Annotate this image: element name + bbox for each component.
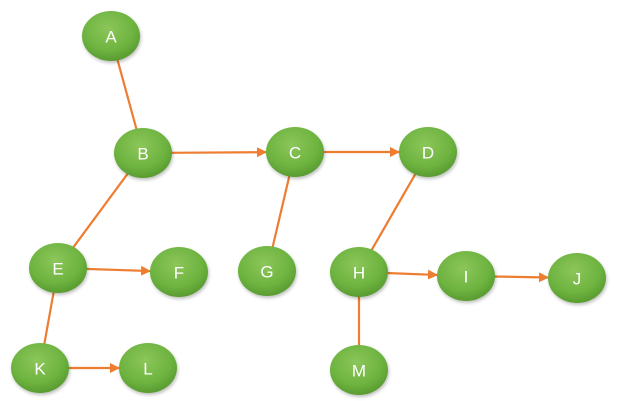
node-i: I (437, 251, 495, 301)
node-l: L (119, 343, 177, 393)
node-e: E (29, 243, 87, 293)
node-k: K (11, 343, 69, 393)
node-a-label: A (105, 28, 117, 47)
node-j-circle (548, 253, 606, 303)
edge-e-k (43, 290, 55, 346)
node-e-circle (29, 243, 87, 293)
edge-e-f (84, 265, 152, 276)
node-f: F (150, 247, 208, 297)
edge-b-c (169, 147, 268, 158)
edge-a-b (116, 58, 138, 131)
edges-layer (43, 58, 550, 373)
node-h-label: H (353, 264, 365, 283)
node-g-label: G (260, 263, 273, 282)
node-d-circle (399, 127, 457, 177)
edge-c-g (271, 174, 291, 249)
node-m-circle (330, 345, 388, 395)
edge-d-h (369, 172, 418, 252)
node-d-label: D (422, 144, 434, 163)
node-j-label: J (573, 270, 582, 289)
node-j: J (548, 253, 606, 303)
node-l-label: L (143, 360, 152, 379)
node-i-circle (437, 251, 495, 301)
edge-b-e (71, 171, 130, 250)
node-c-label: C (289, 144, 301, 163)
node-a: A (82, 11, 140, 61)
node-k-circle (11, 343, 69, 393)
edge-i-j (492, 272, 550, 283)
node-e-label: E (52, 260, 63, 279)
node-h: H (330, 247, 388, 297)
node-c: C (266, 127, 324, 177)
edge-h-i (385, 269, 439, 280)
node-a-circle (82, 11, 140, 61)
node-h-circle (330, 247, 388, 297)
node-g: G (238, 246, 296, 296)
node-f-circle (150, 247, 208, 297)
node-g-circle (238, 246, 296, 296)
node-m: M (330, 345, 388, 395)
node-b: B (114, 128, 172, 178)
node-f-label: F (174, 264, 184, 283)
node-l-circle (119, 343, 177, 393)
node-i-label: I (464, 268, 469, 287)
node-b-label: B (137, 145, 148, 164)
node-b-circle (114, 128, 172, 178)
node-m-label: M (352, 362, 366, 381)
nodes-layer: A B C D E F G H I J K L M (11, 11, 606, 395)
node-k-label: K (34, 360, 46, 379)
node-c-circle (266, 127, 324, 177)
node-d: D (399, 127, 457, 177)
